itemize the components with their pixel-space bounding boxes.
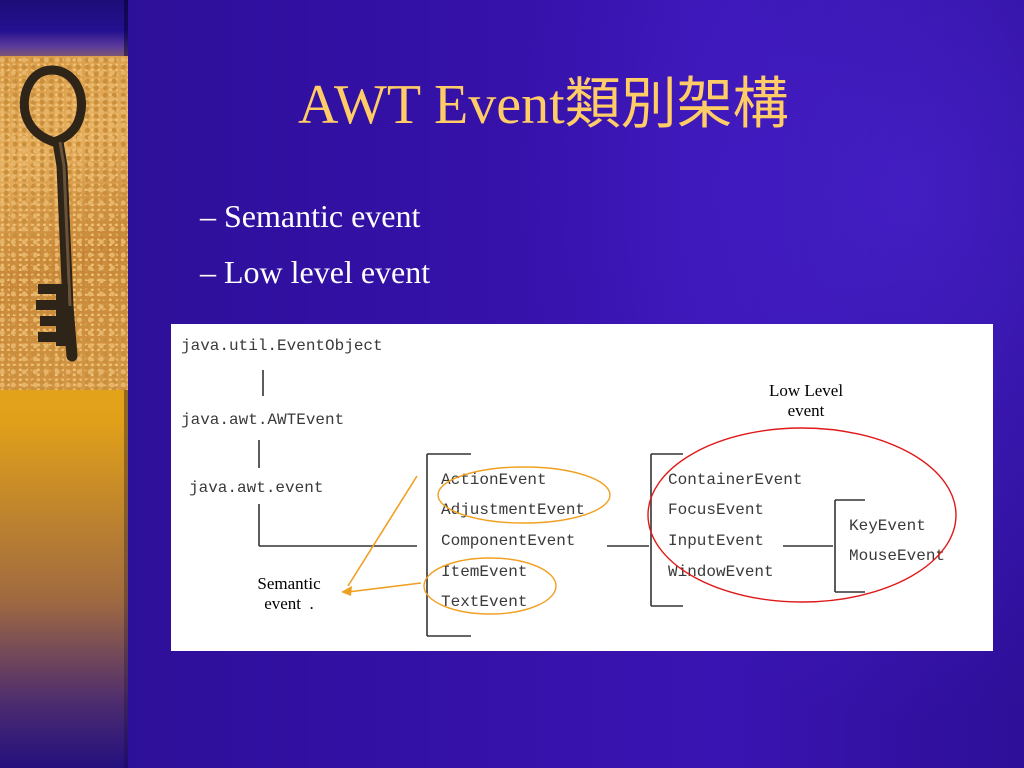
class-label-componentevent: ComponentEvent [441,532,576,550]
lowlevel-annotation-line1: Low Level [768,381,844,400]
class-label-focusevent: FocusEvent [668,501,765,519]
class-label-eventobject: java.util.EventObject [181,337,383,355]
class-label-textevent: TextEvent [441,593,528,611]
class-label-actionevent: ActionEvent [441,471,547,489]
semantic-annotation-line1: Semantic [257,574,321,593]
lowlevel-annotation-line2: event [787,401,825,420]
semantic-arrow-2 [347,582,422,593]
semantic-annotation: Semantic event . [243,574,335,614]
lowlevel-ellipse [647,427,957,603]
semantic-annotation-line2: event . [264,594,314,613]
diagram-highlights [341,427,957,615]
class-label-keyevent: KeyEvent [849,517,926,535]
package-label-awt-event: java.awt.event [189,479,324,497]
semantic-arrow-1 [347,475,418,587]
class-label-inputevent: InputEvent [668,532,765,550]
class-label-itemevent: ItemEvent [441,563,528,581]
key-photo-icon [0,56,128,390]
slide-title: AWT Event類別架構 [298,74,789,136]
class-label-adjustmentevent: AdjustmentEvent [441,501,586,519]
class-label-containerevent: ContainerEvent [668,471,803,489]
semantic-arrowhead [341,586,352,596]
semantic-ellipse-bottom [423,557,557,615]
bullet-list: – Semantic event – Low level event [200,188,700,300]
class-hierarchy-diagram: java.util.EventObject java.awt.AWTEvent … [171,324,993,651]
bullet-item: – Low level event [200,254,431,290]
bullet-item: – Semantic event [200,198,421,234]
diagram-connectors [258,370,865,637]
semantic-ellipse-top [437,466,611,524]
class-label-awtevent: java.awt.AWTEvent [181,411,345,429]
class-label-mouseevent: MouseEvent [849,547,946,565]
lowlevel-annotation: Low Level event [751,381,861,421]
